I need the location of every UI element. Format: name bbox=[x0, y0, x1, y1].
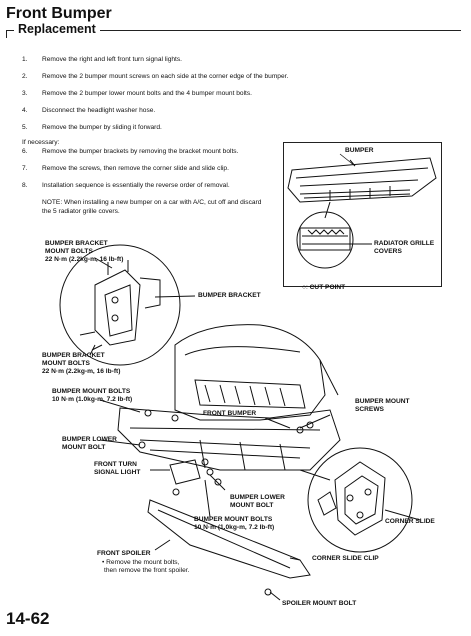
front-spoiler-drawing bbox=[147, 499, 311, 579]
if-necessary-label: If necessary: bbox=[22, 139, 60, 146]
front-bumper-drawing bbox=[117, 407, 341, 471]
step-5: 5. Remove the bumper by sliding it forwar… bbox=[22, 124, 342, 141]
lower-bolt-right-label-2: MOUNT BOLT bbox=[230, 502, 274, 509]
page-title: Front Bumper bbox=[6, 5, 112, 22]
step-text: Remove the screws, then remove the corne… bbox=[42, 165, 229, 172]
mount-screws-label-1: BUMPER MOUNT bbox=[355, 398, 410, 405]
lower-bolt-left-label-1: BUMPER LOWER bbox=[62, 436, 117, 443]
step-number: 5. bbox=[22, 124, 28, 131]
step-text: Remove the right and left front turn sig… bbox=[42, 56, 183, 63]
front-spoiler-note-2: then remove the front spoiler. bbox=[104, 567, 190, 574]
mount-bolts-left-label: BUMPER MOUNT BOLTS bbox=[52, 388, 131, 395]
inset-bumper-label: BUMPER bbox=[345, 147, 374, 154]
turn-signal-label-1: FRONT TURN bbox=[94, 461, 137, 468]
step-number: 4. bbox=[22, 107, 28, 114]
step-number: 2. bbox=[22, 73, 28, 80]
spoiler-mount-bolt-label: SPOILER MOUNT BOLT bbox=[282, 600, 357, 607]
inset-bumper-drawing bbox=[287, 153, 437, 219]
bracket-detail bbox=[59, 244, 196, 366]
step-7: 7. Remove the screws, then remove the cor… bbox=[22, 165, 282, 182]
bracket-bolts-bottom-label-1: BUMPER BRACKET bbox=[42, 352, 105, 359]
step-number: 7. bbox=[22, 165, 28, 172]
inset-magnifier bbox=[296, 211, 372, 269]
step-text: Remove the 2 bumper mount screws on each… bbox=[42, 73, 289, 80]
cut-point-symbol: ○: bbox=[302, 284, 308, 291]
front-bumper-label: FRONT BUMPER bbox=[203, 410, 257, 417]
note-text: NOTE: When installing a new bumper on a … bbox=[42, 199, 262, 215]
mount-screws-label-2: SCREWS bbox=[355, 406, 384, 413]
step-text: Disconnect the headlight washer hose. bbox=[42, 107, 156, 114]
cut-point-text: CUT POINT bbox=[309, 284, 346, 291]
mount-bolts-left-torque: 10 N·m (1.0kg-m, 7.2 lb-ft) bbox=[52, 396, 133, 403]
mount-bolts-bottom-label: BUMPER MOUNT BOLTS bbox=[194, 516, 273, 523]
step-number: 1. bbox=[22, 56, 28, 63]
corner-slide-label: CORNER SLIDE bbox=[385, 518, 435, 525]
bracket-bolts-bottom-torque: 22 N·m (2.2kg-m, 16 lb-ft) bbox=[42, 368, 121, 375]
bracket-bolts-top-torque: 22 N·m (2.2kg-m, 16 lb-ft) bbox=[45, 256, 124, 263]
bracket-bolts-top-label-2: MOUNT BOLTS bbox=[45, 248, 93, 255]
bumper-bracket-label: BUMPER BRACKET bbox=[198, 292, 261, 299]
cut-point-label: ○: CUT POINT bbox=[302, 284, 345, 292]
step-text: Remove the 2 bumper lower mount bolts an… bbox=[42, 90, 253, 97]
step-8: 8. Installation sequence is essentially t… bbox=[22, 182, 282, 199]
corner-slide-clip-label: CORNER SLIDE CLIP bbox=[312, 555, 379, 562]
step-4: 4. Disconnect the headlight washer hose. bbox=[22, 107, 342, 124]
car-body-drawing bbox=[174, 324, 339, 421]
radiator-grille-covers-label-2: COVERS bbox=[374, 248, 402, 255]
lower-bolt-left-label-2: MOUNT BOLT bbox=[62, 444, 106, 451]
step-1: 1. Remove the right and left front turn s… bbox=[22, 56, 342, 73]
corner-slide-detail bbox=[289, 447, 421, 561]
step-number: 3. bbox=[22, 90, 28, 97]
front-spoiler-label: FRONT SPOILER bbox=[97, 550, 151, 557]
bracket-bolts-bottom-label-2: MOUNT BOLTS bbox=[42, 360, 90, 367]
section-rule-tick bbox=[6, 30, 7, 38]
page-number: 14-62 bbox=[6, 609, 50, 628]
fasteners bbox=[99, 399, 331, 601]
step-3: 3. Remove the 2 bumper lower mount bolts … bbox=[22, 90, 342, 107]
section-title: Replacement bbox=[14, 22, 100, 36]
bracket-bolts-top-label-1: BUMPER BRACKET bbox=[45, 240, 108, 247]
radiator-grille-covers-label-1: RADIATOR GRILLE bbox=[374, 240, 435, 247]
step-2: 2. Remove the 2 bumper mount screws on ea… bbox=[22, 73, 342, 90]
step-text: Remove the bumper brackets by removing t… bbox=[42, 148, 239, 155]
front-spoiler-note-1: • Remove the mount bolts, bbox=[102, 559, 180, 566]
step-text: Remove the bumper by sliding it forward. bbox=[42, 124, 162, 131]
step-number: 6. bbox=[22, 148, 28, 155]
mount-bolts-bottom-torque: 10 N·m (1.0kg-m, 7.2 lb-ft) bbox=[194, 524, 275, 531]
turn-signal-drawing bbox=[150, 459, 201, 485]
section-rule bbox=[6, 30, 461, 31]
inset-frame bbox=[283, 142, 442, 287]
procedure-steps: 1. Remove the right and left front turn s… bbox=[22, 56, 342, 141]
step-number: 8. bbox=[22, 182, 28, 189]
step-text: Installation sequence is essentially the… bbox=[42, 182, 230, 189]
optional-steps: 6. Remove the bumper brackets by removing… bbox=[22, 148, 282, 199]
turn-signal-label-2: SIGNAL LIGHT bbox=[94, 469, 141, 476]
lower-bolt-right-label-1: BUMPER LOWER bbox=[230, 494, 285, 501]
step-6: 6. Remove the bumper brackets by removing… bbox=[22, 148, 282, 165]
